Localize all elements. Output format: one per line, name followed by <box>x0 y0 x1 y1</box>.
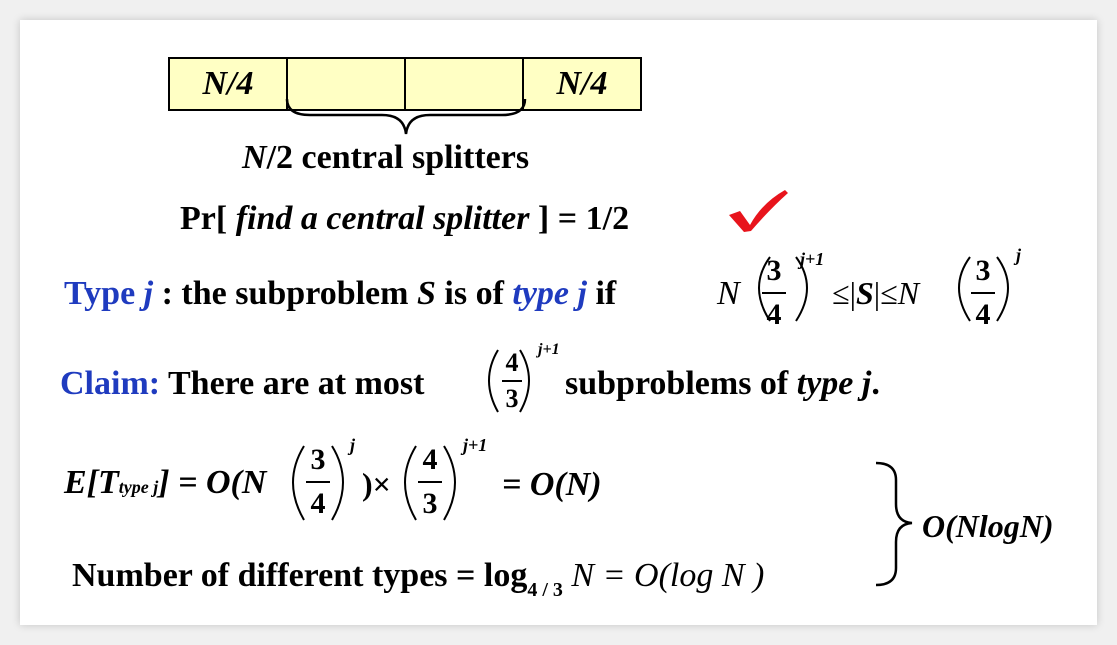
claim-tail: subproblems of type j. <box>565 365 880 402</box>
type-definition: Type j : the subproblem S is of type j i… <box>64 275 617 312</box>
array-cell-mid1 <box>286 57 406 111</box>
claim-statement: Claim: There are at most <box>60 365 425 402</box>
type-formula-mid: ≤|S|≤N <box>832 275 920 311</box>
expectation-times: )× <box>362 466 391 502</box>
type-exp-1: j+1 <box>800 249 825 269</box>
total-complexity: O(NlogN) <box>922 508 1054 544</box>
right-brace <box>875 461 913 587</box>
diagram-lines <box>285 98 1009 587</box>
under-brace <box>285 98 527 135</box>
expectation-exp-1: j <box>350 435 356 455</box>
claim-exp: j+1 <box>538 341 560 358</box>
types-count: Number of different types = log4 / 3 N =… <box>72 557 765 601</box>
array-cell-mid2 <box>404 57 524 111</box>
slide: N/4 N/4 N/2 central splitters Pr[ find a… <box>20 20 1097 625</box>
expectation-result: = O(N) <box>502 466 602 503</box>
central-splitters-label: N/2 central splitters <box>242 139 530 176</box>
expectation-lhs: E[Ttype j] = O(N <box>64 464 267 501</box>
probability-statement: Pr[ find a central splitter ] = 1/2 <box>180 200 630 237</box>
type-formula-n1: N <box>717 275 740 312</box>
type-exp-2: j <box>1016 245 1022 265</box>
array-cell-right: N/4 <box>522 57 642 111</box>
checkmark-icon <box>729 190 788 232</box>
array-cell-left: N/4 <box>168 57 288 111</box>
expectation-exp-2: j+1 <box>463 435 488 455</box>
